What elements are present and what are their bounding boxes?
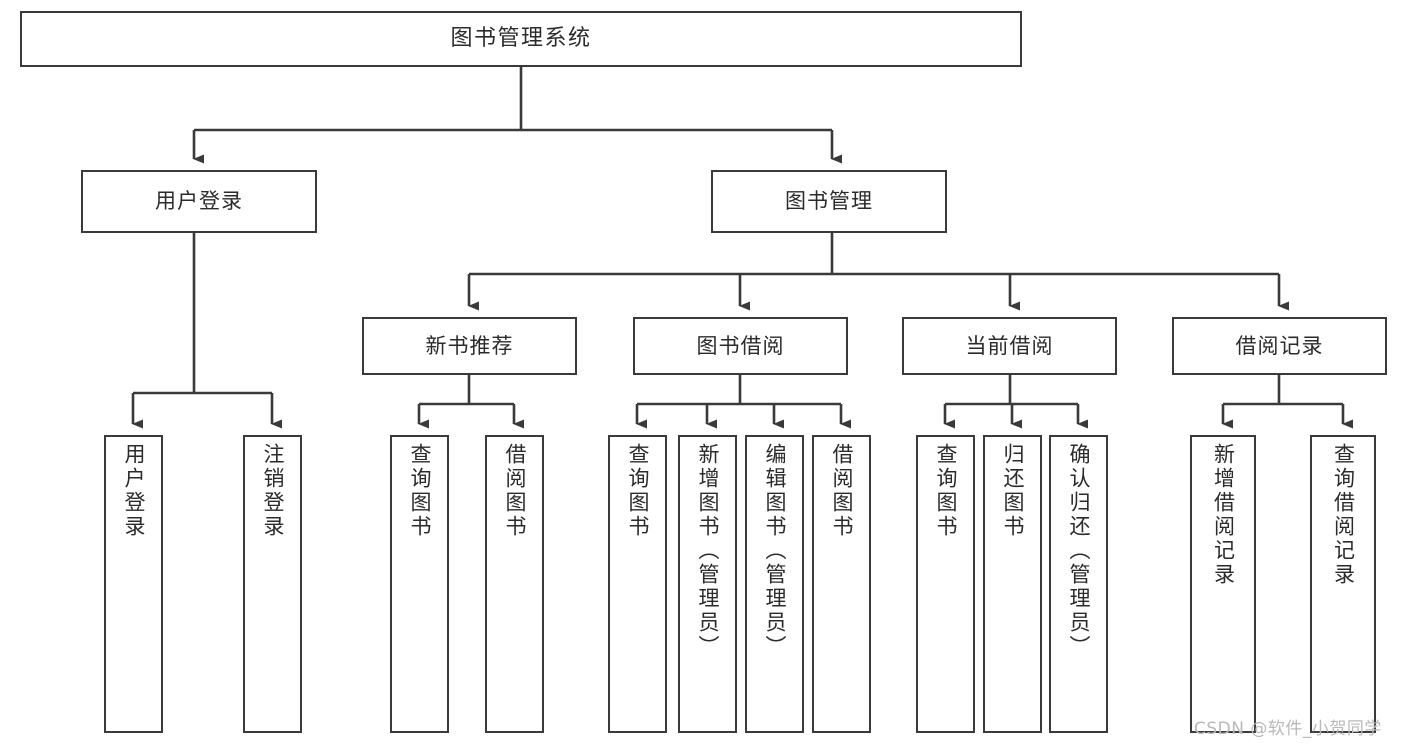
node-label: 借阅图书 [830,443,854,539]
node-label: 新增借阅记录 [1211,443,1236,587]
leaf-query-book-recommend[interactable]: 查询图书 [390,435,449,733]
node-label: 查询图书 [626,443,650,539]
leaf-query-book-borrow[interactable]: 查询图书 [608,435,667,733]
leaf-logout[interactable]: 注销登录 [243,435,302,733]
leaf-user-login[interactable]: 用户登录 [104,435,163,733]
node-root-system[interactable]: 图书管理系统 [20,11,1022,67]
node-label: 编辑图书（管理员） [763,443,787,659]
leaf-add-borrow-record[interactable]: 新增借阅记录 [1190,435,1256,733]
leaf-edit-book-admin[interactable]: 编辑图书（管理员） [745,435,804,733]
node-label: 新增图书（管理员） [696,443,720,659]
node-label: 当前借阅 [965,333,1054,358]
node-label: 借阅图书 [503,443,527,539]
node-borrow-record[interactable]: 借阅记录 [1172,317,1387,375]
node-book-management[interactable]: 图书管理 [711,170,947,233]
node-label: 注销登录 [261,443,285,539]
leaf-return-book[interactable]: 归还图书 [983,435,1042,733]
node-current-borrow[interactable]: 当前借阅 [902,317,1117,375]
leaf-confirm-return-admin[interactable]: 确认归还（管理员） [1049,435,1108,733]
leaf-query-book-current[interactable]: 查询图书 [916,435,975,733]
node-label: 查询图书 [408,443,432,539]
node-user-login[interactable]: 用户登录 [81,170,317,233]
leaf-add-book-admin[interactable]: 新增图书（管理员） [678,435,737,733]
node-new-book-recommend[interactable]: 新书推荐 [362,317,577,375]
node-label: 用户登录 [122,443,146,539]
node-label: 图书管理系统 [450,26,592,52]
leaf-borrow-book-recommend[interactable]: 借阅图书 [485,435,544,733]
node-label: 借阅记录 [1235,333,1324,358]
node-label: 图书借阅 [696,333,785,358]
leaf-borrow-book[interactable]: 借阅图书 [812,435,871,733]
node-label: 查询图书 [934,443,958,539]
leaf-query-borrow-record[interactable]: 查询借阅记录 [1310,435,1376,733]
node-label: 图书管理 [785,189,873,214]
node-book-borrow[interactable]: 图书借阅 [633,317,848,375]
node-label: 新书推荐 [425,333,514,358]
node-label: 查询借阅记录 [1331,443,1356,587]
node-label: 归还图书 [1001,443,1025,539]
csdn-watermark: CSDN @软件_小贺同学 [1194,719,1382,739]
node-label: 用户登录 [155,189,243,214]
node-label: 确认归还（管理员） [1067,443,1091,659]
